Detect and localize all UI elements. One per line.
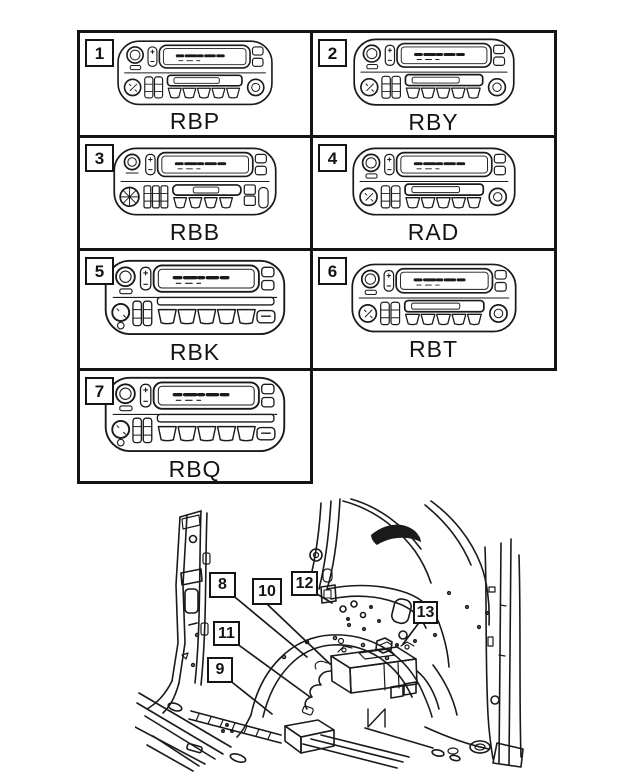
dark-corner-shape [371, 524, 421, 545]
panel-number-badge-3[interactable]: 3 [85, 144, 114, 172]
panel-number-badge-5[interactable]: 5 [85, 257, 114, 285]
panel-number-badge-7[interactable]: 7 [85, 377, 114, 405]
panel-number-badge-6[interactable]: 6 [318, 257, 347, 285]
radio-sales-code-rbb: RBB [169, 218, 221, 245]
radio-illustration-rby [350, 36, 518, 108]
radio-sales-code-rad: RAD [407, 218, 460, 245]
radio-sales-code-rby: RBY [408, 109, 459, 136]
radio-panel-3: 3 RBB [77, 135, 313, 251]
leader-line-8 [235, 597, 308, 658]
radio-panel-2: 2 RBY [310, 30, 557, 138]
location-callout-8[interactable]: 8 [209, 572, 236, 598]
leader-line-9 [232, 682, 273, 715]
leader-line-10 [267, 604, 331, 665]
wiring-harness-art [301, 660, 386, 728]
location-callout-11[interactable]: 11 [213, 621, 240, 646]
radio-illustration-rbb [110, 145, 280, 218]
vehicle-rear-quarter-drawing [135, 498, 524, 772]
radio-illustration-rbq [101, 374, 289, 455]
panel-number-badge-2[interactable]: 2 [318, 39, 347, 67]
leader-lines [232, 593, 419, 715]
d-pillar-art [342, 498, 524, 768]
radio-panel-5: 5 RBK [77, 248, 313, 371]
wheel-arch-art [236, 634, 433, 738]
radio-illustration-rbt [348, 261, 520, 335]
location-callout-10[interactable]: 10 [252, 578, 282, 605]
panel-number-badge-1[interactable]: 1 [85, 39, 114, 67]
floor-box-art [284, 719, 335, 754]
radio-illustration-rad [349, 145, 519, 218]
radio-panel-1: 1 RBP [77, 30, 313, 138]
location-callout-13[interactable]: 13 [413, 601, 438, 624]
leader-line-13 [402, 623, 419, 645]
location-callout-12[interactable]: 12 [291, 571, 318, 596]
radio-sales-code-rbq: RBQ [168, 455, 222, 482]
left-pillar-art [146, 510, 211, 714]
radio-panel-6: 6 RBT [310, 248, 557, 371]
radio-sales-code-rbk: RBK [169, 339, 221, 366]
leader-line-11 [239, 645, 311, 698]
radio-illustration-rbk [101, 257, 289, 338]
radio-illustration-rbp [114, 38, 276, 108]
amplifier-art [330, 641, 458, 716]
radio-panel-7: 7 RBQ [77, 368, 313, 484]
panel-number-badge-4[interactable]: 4 [318, 144, 347, 172]
radio-sales-code-rbt: RBT [409, 335, 458, 362]
location-callout-9[interactable]: 9 [207, 657, 233, 683]
radio-sales-code-rbp: RBP [169, 108, 221, 135]
leader-line-12 [316, 593, 333, 604]
floor-ribs-art [135, 590, 491, 772]
radio-panel-4: 4 RAD [310, 135, 557, 251]
